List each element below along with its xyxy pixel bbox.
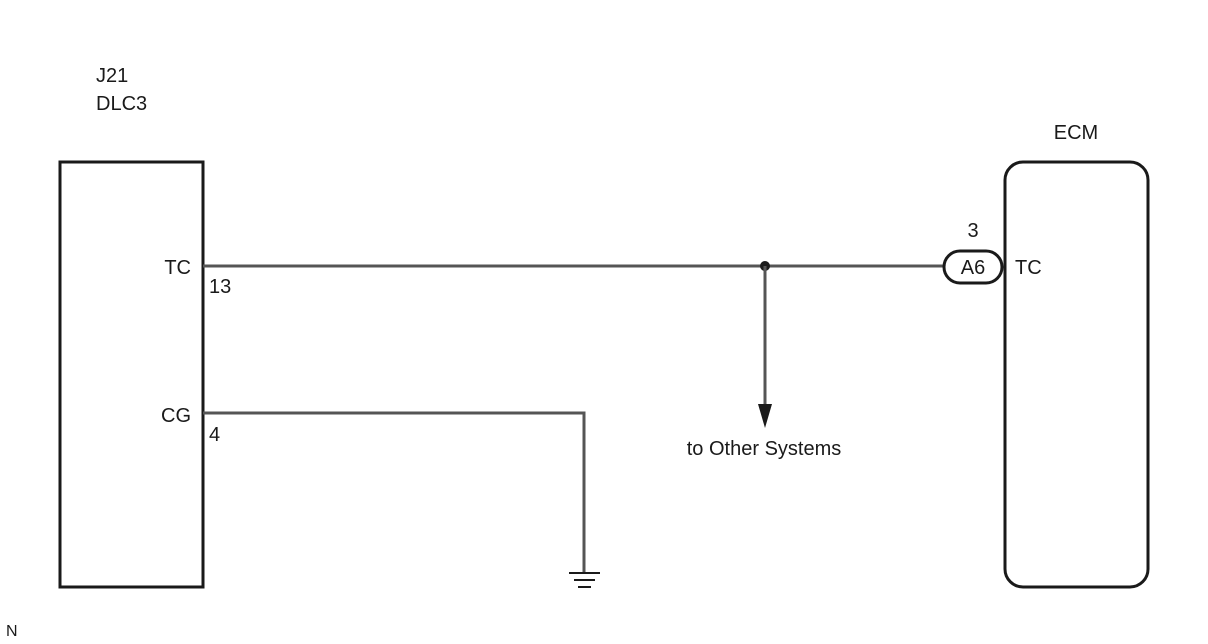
ground-icon: [569, 572, 600, 588]
dlc3-pin-tc-number: 13: [209, 276, 231, 298]
branch-label: to Other Systems: [687, 438, 842, 460]
dlc3-connector: J21 DLC3 TC 13 CG 4: [58, 65, 231, 589]
ecm-component: ECM 3 A6 TC: [942, 122, 1150, 589]
a6-connector-marker: [942, 249, 1004, 285]
ecm-pin-tc-name: TC: [1015, 257, 1042, 279]
corner-mark: N: [6, 623, 18, 640]
dlc3-pin-tc-name: TC: [164, 257, 191, 279]
dlc3-pin-cg-number: 4: [209, 424, 220, 446]
dlc3-ref-label: J21: [96, 65, 128, 87]
ecm-box: [1003, 160, 1150, 589]
cg-wire: [203, 411, 586, 573]
a6-connector-label: A6: [961, 257, 985, 279]
ecm-label: ECM: [1054, 122, 1098, 144]
dlc3-box: [58, 160, 205, 589]
dlc3-pin-cg-name: CG: [161, 405, 191, 427]
arrow-down-icon: [758, 404, 772, 428]
dlc3-name-label: DLC3: [96, 93, 147, 115]
ecm-pin-number: 3: [967, 220, 978, 242]
